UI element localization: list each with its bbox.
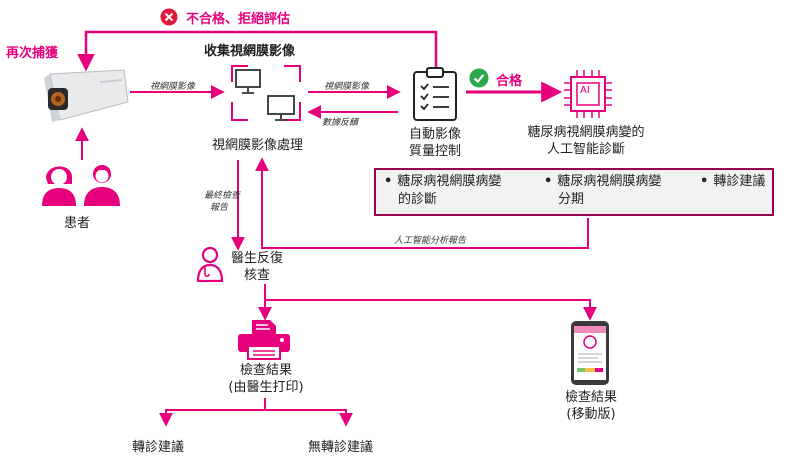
result-diagnosis-line-2: 的診斷 (398, 192, 438, 207)
collect-title: 收集視網膜影像 (204, 44, 296, 59)
branch-to-referral-line (159, 409, 265, 427)
qc-label-line-2: 質量控制 (408, 144, 461, 159)
doctor-label-line-1: 醫生反復 (230, 251, 283, 266)
printed-result-line-1: 檢查結果 (239, 363, 292, 378)
qc-label-line-1: 自動影像 (408, 127, 461, 142)
ai-report-line (255, 157, 589, 249)
result-item-diagnosis: •糖尿病視網膜病變 的診斷 (384, 174, 502, 207)
referral-label: 轉診建議 (132, 440, 185, 455)
branch-to-no-referral-line (265, 409, 353, 427)
ai-report-label: 人工智能分析報告 (394, 236, 467, 246)
processing-label: 視網膜影像處理 (212, 138, 304, 153)
arrow-label-image-1: 視網膜影像 (150, 82, 196, 92)
result-staging-line-1: 糖尿病視網膜病變 (557, 174, 662, 189)
pass-check-icon (469, 68, 489, 88)
mobile-result-line-1: 檢查結果 (564, 390, 617, 405)
branch-to-mobile-line (265, 299, 597, 321)
mobile-phone-icon (571, 321, 609, 385)
image-processing-icon (231, 65, 301, 121)
quality-control-clipboard-icon (413, 67, 457, 121)
arrow-label-image-2: 視網膜影像 (324, 82, 370, 92)
printer-icon (238, 320, 290, 360)
reject-label: 不合格、拒絕評估 (186, 12, 291, 27)
retinal-camera-icon (44, 69, 129, 122)
recapture-label: 再次捕獲 (6, 46, 59, 61)
ai-chip-icon (564, 70, 612, 118)
reject-loop-line (77, 30, 438, 72)
mobile-result-line-2: (移動版) (566, 407, 616, 422)
pass-label: 合格 (496, 74, 523, 89)
doctor-label: 醫生反復 核查 (226, 250, 288, 284)
ai-label-line-1: 糖尿病視網膜病變的 (527, 125, 645, 140)
mobile-result-label: 檢查結果 (移動版) (556, 389, 626, 423)
qc-label: 自動影像 質量控制 (402, 126, 468, 160)
patient-label: 患者 (64, 216, 91, 231)
printed-result-label: 檢查結果 (由醫生打印) (214, 362, 318, 396)
final-report-line-1: 最終檢查 (204, 191, 241, 201)
ai-results-box (374, 168, 774, 216)
ai-chip-text: AI (580, 85, 590, 96)
doctor-icon (196, 246, 224, 282)
ai-label-line-2: 人工智能診斷 (546, 142, 625, 157)
printed-result-line-2: (由醫生打印) (228, 380, 304, 395)
doctor-label-line-2: 核查 (243, 268, 270, 283)
reject-x-icon (160, 8, 178, 26)
result-staging-line-2: 分期 (558, 192, 585, 207)
result-item-referral: •轉診建議 (700, 174, 766, 189)
patient-icon (42, 165, 120, 206)
ai-label: 糖尿病視網膜病變的 人工智能診斷 (524, 124, 648, 158)
result-referral-line-1: 轉診建議 (713, 174, 766, 189)
final-report-label: 最終檢查 報告 (204, 190, 241, 214)
result-item-staging: •糖尿病視網膜病變 分期 (544, 174, 662, 207)
result-diagnosis-line-1: 糖尿病視網膜病變 (397, 174, 502, 189)
no-referral-label: 無轉診建議 (308, 440, 374, 455)
arrow-label-feedback: 數據反饋 (322, 118, 359, 128)
final-report-line-2: 報告 (209, 203, 228, 213)
